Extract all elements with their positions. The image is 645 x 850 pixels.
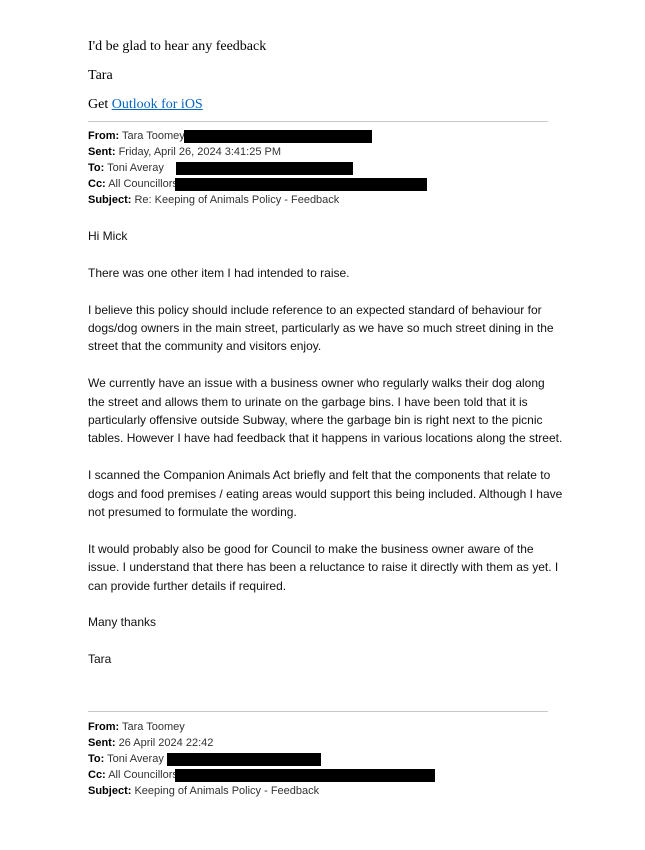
- sent-label: Sent:: [88, 146, 116, 158]
- cc-row: Cc: All Councillors: [88, 176, 558, 192]
- get-prefix: Get: [88, 97, 112, 112]
- outlook-line: Get Outlook for iOS: [88, 96, 558, 114]
- subject-label: Subject:: [88, 194, 132, 206]
- subject-label: Subject:: [88, 785, 132, 797]
- to-row: To: Toni Averay: [88, 751, 558, 767]
- cc-label: Cc:: [88, 178, 106, 190]
- paragraph: I believe this policy should include ref…: [88, 302, 554, 354]
- paragraph: We currently have an issue with a busine…: [88, 376, 563, 446]
- to-value: Toni Averay: [107, 162, 164, 174]
- redaction-bar: [175, 769, 435, 782]
- message-body: Hi Mick There was one other item I had i…: [88, 227, 563, 687]
- sent-label: Sent:: [88, 737, 116, 749]
- redaction-bar: [184, 130, 372, 143]
- redaction-bar: [175, 178, 427, 191]
- cc-value: All Councillors: [108, 178, 178, 190]
- from-row: From: Tara Toomey: [88, 719, 558, 735]
- sent-value: Friday, April 26, 2024 3:41:25 PM: [118, 146, 282, 158]
- greeting: Hi Mick: [88, 229, 128, 243]
- from-value: Tara Toomey: [122, 721, 185, 733]
- divider-2: [88, 711, 548, 712]
- email-header-1: From: Tara Toomey Sent: Friday, April 26…: [88, 128, 558, 208]
- cc-row: Cc: All Councillors: [88, 767, 558, 783]
- closing: Many thanks: [88, 615, 157, 630]
- sent-row: Sent: Friday, April 26, 2024 3:41:25 PM: [88, 144, 558, 160]
- sent-value: 26 April 2024 22:42: [118, 737, 214, 749]
- from-row: From: Tara Toomey: [88, 128, 558, 144]
- signature-top: Tara: [88, 68, 113, 83]
- from-value: Tara Toomey: [122, 130, 185, 142]
- to-row: To: Toni Averay: [88, 160, 558, 176]
- cc-label: Cc:: [88, 769, 106, 781]
- from-label: From:: [88, 721, 120, 733]
- paragraph: I scanned the Companion Animals Act brie…: [88, 468, 563, 520]
- to-value: Toni Averay: [107, 753, 164, 765]
- feedback-line: I'd be glad to hear any feedback: [88, 39, 267, 54]
- subject-value: Re: Keeping of Animals Policy - Feedback: [134, 194, 340, 206]
- redaction-bar: [176, 162, 353, 175]
- reply-top: I'd be glad to hear any feedback Tara Ge…: [88, 38, 558, 114]
- paragraph: It would probably also be good for Counc…: [88, 541, 559, 593]
- outlook-ios-link[interactable]: Outlook for iOS: [111, 97, 203, 112]
- subject-value: Keeping of Animals Policy - Feedback: [134, 785, 320, 797]
- from-label: From:: [88, 130, 120, 142]
- cc-value: All Councillors: [108, 769, 178, 781]
- divider-1: [88, 121, 548, 122]
- subject-row: Subject: Keeping of Animals Policy - Fee…: [88, 783, 558, 799]
- email-header-2: From: Tara Toomey Sent: 26 April 2024 22…: [88, 719, 558, 799]
- paragraph: There was one other item I had intended …: [88, 265, 350, 280]
- subject-row: Subject: Re: Keeping of Animals Policy -…: [88, 192, 558, 208]
- to-label: To:: [88, 753, 105, 765]
- redaction-bar: [167, 753, 321, 766]
- signature: Tara: [88, 652, 112, 667]
- to-label: To:: [88, 162, 105, 174]
- sent-row: Sent: 26 April 2024 22:42: [88, 735, 558, 751]
